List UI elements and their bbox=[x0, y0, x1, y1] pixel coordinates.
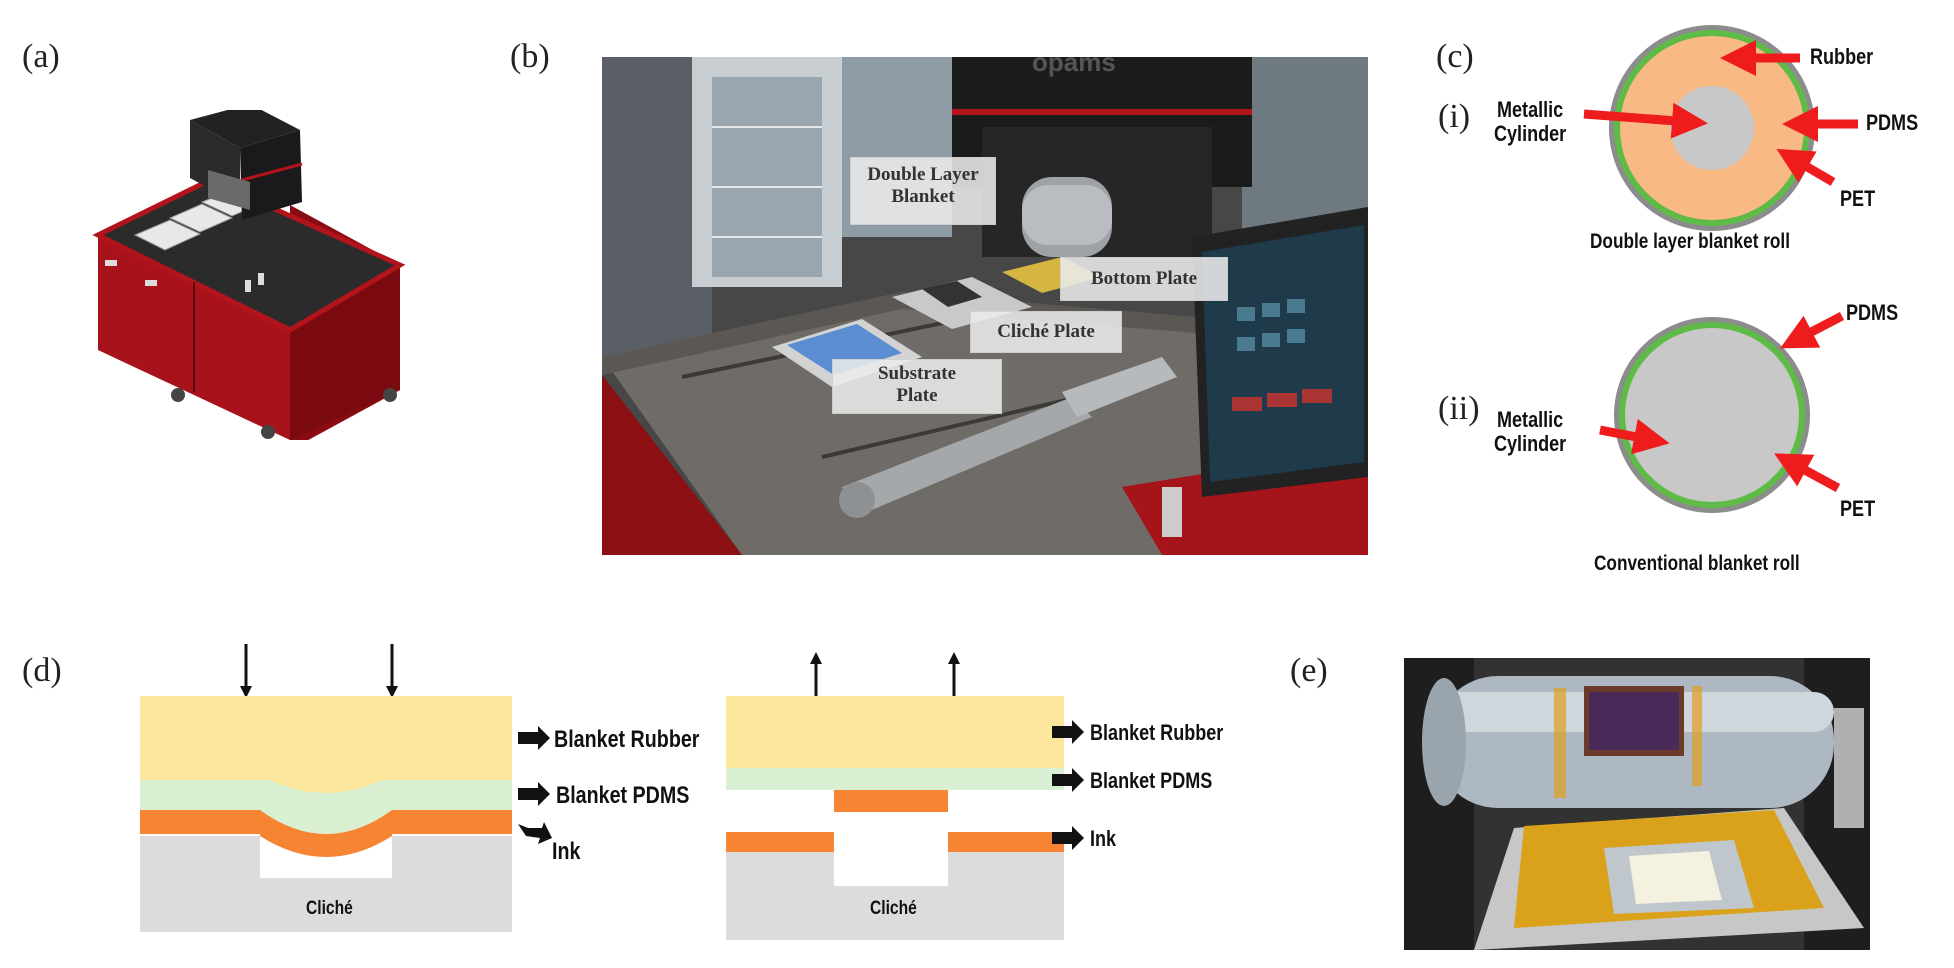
label-double-layer-line2: Blanket bbox=[891, 186, 955, 207]
arrow-ink-right bbox=[1052, 826, 1084, 850]
label-double-layer-blanket: Double Layer Blanket bbox=[850, 157, 996, 225]
panel-letter-d: (d) bbox=[22, 652, 62, 689]
arrow-blanket-rubber-right bbox=[1052, 720, 1084, 744]
panel-letter-b: (b) bbox=[510, 38, 550, 75]
caption-conventional-roll: Conventional blanket roll bbox=[1594, 552, 1800, 575]
double-layer-roll-diagram bbox=[1583, 25, 1858, 231]
arrow-blanket-rubber-left bbox=[518, 726, 550, 750]
label-arrows-right bbox=[1052, 720, 1084, 850]
printer-photo-drawing: opams bbox=[602, 57, 1368, 555]
label-blanket-pdms-left: Blanket PDMS bbox=[556, 782, 690, 809]
label-ink-right: Ink bbox=[1090, 826, 1117, 851]
panel-letter-e: (e) bbox=[1290, 652, 1328, 689]
label-pet-i: PET bbox=[1840, 186, 1876, 211]
arrow-metallic-i bbox=[1583, 102, 1708, 139]
label-cliche-left: Cliché bbox=[306, 898, 353, 919]
marker-c-i: (i) bbox=[1438, 98, 1471, 135]
metallic-cylinder-ii bbox=[1625, 328, 1799, 502]
arrow-blanket-pdms-right bbox=[1052, 768, 1084, 792]
blanket-pdms-layer-right bbox=[726, 768, 1064, 790]
cliche-layer-right bbox=[726, 850, 1064, 940]
label-blanket-rubber-left: Blanket Rubber bbox=[554, 726, 700, 753]
label-pdms-ii: PDMS bbox=[1846, 300, 1899, 325]
label-arrows-left bbox=[518, 726, 552, 844]
marker-c-ii: (ii) bbox=[1438, 390, 1480, 427]
caption-double-layer-roll: Double layer blanket roll bbox=[1590, 230, 1791, 253]
arrow-pdms-ii bbox=[1780, 312, 1845, 349]
panel-letter-c: (c) bbox=[1436, 38, 1474, 75]
machine-brand-text: opams bbox=[1032, 57, 1116, 77]
cliche-layer-left bbox=[140, 836, 512, 932]
process-diagram-release bbox=[726, 652, 1064, 940]
arrow-pet-ii bbox=[1774, 453, 1841, 492]
process-diagram-contact bbox=[140, 644, 512, 932]
label-substrate-line2: Plate bbox=[896, 385, 938, 406]
label-blanket-pdms-right: Blanket PDMS bbox=[1090, 768, 1213, 793]
label-blanket-rubber-right: Blanket Rubber bbox=[1090, 720, 1224, 745]
label-metallic-ii: Metallic Cylinder bbox=[1494, 408, 1566, 456]
blanket-rubber-layer-left bbox=[140, 696, 512, 780]
conventional-roll-diagram bbox=[1599, 312, 1845, 513]
label-ink-left: Ink bbox=[552, 838, 581, 865]
label-rubber: Rubber bbox=[1810, 44, 1874, 69]
label-metallic-i: Metallic Cylinder bbox=[1494, 98, 1566, 146]
ink-remaining-right bbox=[948, 832, 1064, 852]
ink-remaining-left bbox=[726, 832, 834, 852]
ink-layer-left bbox=[140, 810, 512, 857]
blanket-roll-photo-drawing bbox=[1404, 658, 1870, 950]
label-pet-ii: PET bbox=[1840, 496, 1876, 521]
arrow-metallic-ii bbox=[1599, 418, 1670, 455]
label-metallic-i-line2: Cylinder bbox=[1494, 121, 1567, 146]
arrow-blanket-pdms-left bbox=[518, 782, 550, 806]
arrow-pet-i bbox=[1776, 148, 1836, 186]
label-metallic-ii-line1: Metallic bbox=[1496, 407, 1564, 432]
printing-machine-render bbox=[92, 110, 406, 440]
label-cliche-right: Cliché bbox=[870, 898, 917, 919]
label-substrate-plate: Substrate Plate bbox=[832, 359, 1002, 414]
label-metallic-i-line1: Metallic bbox=[1496, 97, 1564, 122]
ink-transferred-right bbox=[834, 790, 948, 812]
metallic-cylinder-i bbox=[1670, 86, 1754, 170]
blanket-roll-photo bbox=[1404, 658, 1870, 950]
panel-letter-a: (a) bbox=[22, 38, 60, 75]
label-bottom-plate: Bottom Plate bbox=[1060, 257, 1228, 301]
printer-photo: opams Dou bbox=[602, 57, 1368, 555]
label-substrate-line1: Substrate bbox=[877, 363, 957, 384]
label-pdms-i: PDMS bbox=[1866, 110, 1919, 135]
label-double-layer-line1: Double Layer bbox=[867, 164, 979, 185]
blanket-rubber-layer-right bbox=[726, 696, 1064, 768]
arrow-ink-left bbox=[518, 822, 552, 844]
blanket-pdms-layer-left bbox=[140, 780, 512, 834]
label-cliche-plate: Cliché Plate bbox=[970, 311, 1122, 353]
label-metallic-ii-line2: Cylinder bbox=[1494, 431, 1567, 456]
